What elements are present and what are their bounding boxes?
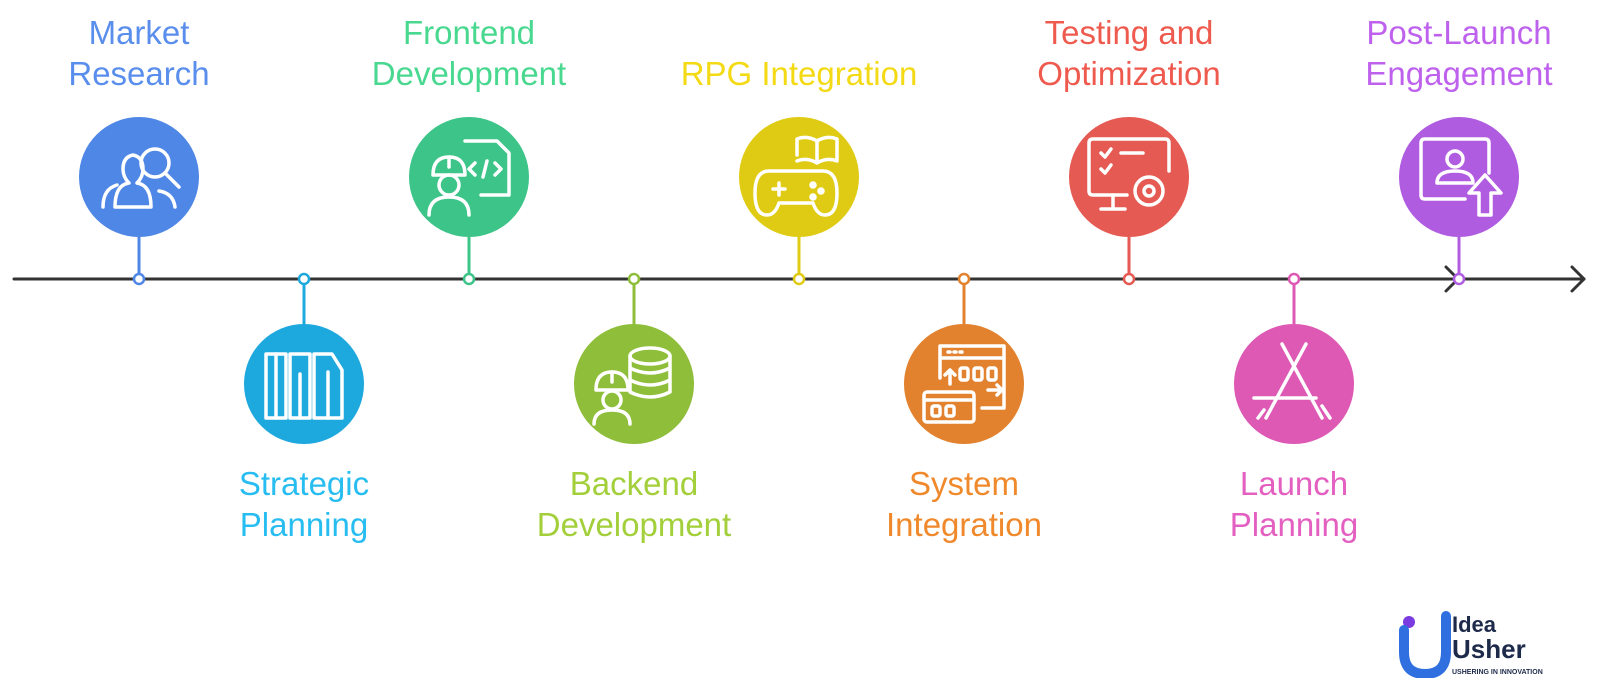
step-marker [1122, 272, 1136, 286]
logo-dot [1403, 616, 1415, 628]
people-search-icon [101, 147, 181, 209]
step-circle [79, 117, 199, 237]
step-label-line: Post-Launch [1366, 14, 1552, 51]
logo-tagline: USHERING IN INNOVATION [1452, 669, 1543, 676]
step-label-line: Testing and [1044, 14, 1214, 51]
step-label-line: Development [536, 506, 732, 543]
step-marker [1452, 272, 1466, 286]
step-marker [792, 272, 806, 286]
step-label-line: Research [68, 55, 210, 92]
developer-database-icon [592, 346, 672, 426]
step-circle [409, 117, 529, 237]
logo-text-top: Idea [1452, 612, 1497, 637]
data-transfer-icon [922, 344, 1006, 424]
step-label-line: Market [88, 14, 190, 51]
step-circle [244, 324, 364, 444]
timeline-step [244, 272, 364, 444]
step-label-line: Frontend [402, 14, 536, 51]
step-marker [297, 272, 311, 286]
step-label-line: Engagement [1365, 55, 1553, 92]
timeline-step [1069, 117, 1189, 286]
timeline-step [1399, 117, 1519, 286]
logo-u-mark [1399, 611, 1451, 678]
timeline-step [409, 117, 529, 286]
step-marker [627, 272, 641, 286]
steps-layer [79, 117, 1519, 444]
step-label-line: Integration [886, 506, 1042, 543]
gamepad-book-icon [753, 135, 839, 217]
step-label-line: Optimization [1037, 55, 1221, 92]
logo-text-bottom: Usher [1452, 634, 1526, 664]
axis-arrowhead [1570, 265, 1586, 293]
timeline-step [79, 117, 199, 286]
profile-upload-icon [1419, 137, 1503, 217]
step-label-line: RPG Integration [680, 55, 918, 92]
developer-code-icon [427, 139, 511, 217]
step-circle [1399, 117, 1519, 237]
step-label: RPG Integration [669, 53, 929, 94]
brand-logo: Idea Usher USHERING IN INNOVATION [1399, 611, 1543, 678]
step-label-line: Planning [1229, 506, 1359, 543]
app-store-icon [1252, 342, 1332, 420]
timeline-step [1234, 272, 1354, 444]
step-circle [1069, 117, 1189, 237]
timeline-step [574, 272, 694, 444]
step-marker [1287, 272, 1301, 286]
timeline-step [904, 272, 1024, 444]
step-marker [957, 272, 971, 286]
step-marker [132, 272, 146, 286]
step-marker [462, 272, 476, 286]
step-circle [739, 117, 859, 237]
step-circle [904, 324, 1024, 444]
step-label-line: Backend [569, 465, 699, 502]
step-label-line: Development [371, 55, 567, 92]
step-label-line: Launch [1239, 465, 1349, 502]
step-label-line: Strategic [238, 465, 370, 502]
step-circle [574, 324, 694, 444]
columns-plan-icon [264, 352, 344, 420]
step-circle [1234, 324, 1354, 444]
step-label-line: Planning [239, 506, 369, 543]
step-label-line: System [908, 465, 1020, 502]
monitor-checklist-gear-icon [1087, 137, 1171, 211]
timeline-step [739, 117, 859, 286]
